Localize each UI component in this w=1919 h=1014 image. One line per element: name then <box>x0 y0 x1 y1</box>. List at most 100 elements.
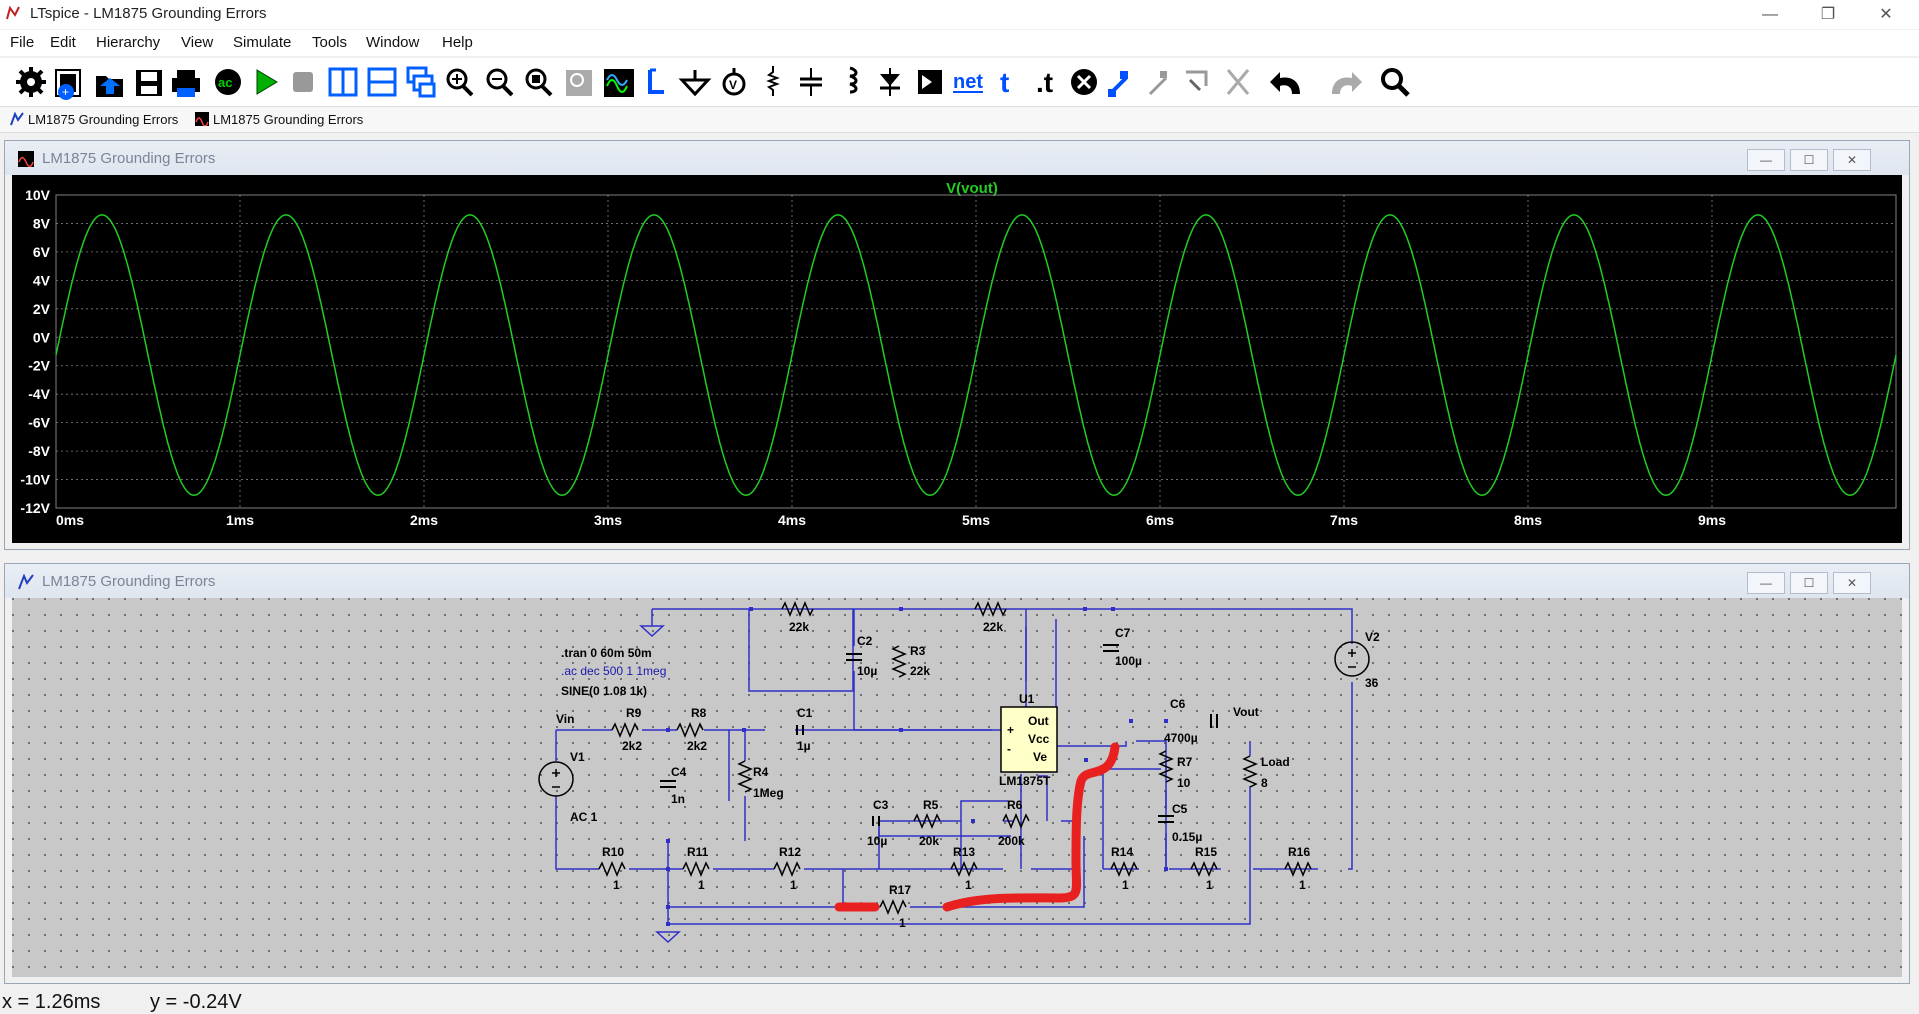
svg-text:20k: 20k <box>919 834 939 848</box>
menu-hierarchy[interactable]: Hierarchy <box>96 34 161 51</box>
open-icon[interactable] <box>96 76 123 97</box>
zoom-in-icon[interactable] <box>446 68 474 97</box>
ac-run-icon[interactable]: ac <box>215 69 241 95</box>
netlist-icon[interactable]: net <box>953 71 983 93</box>
voltage-sources[interactable] <box>538 641 1370 797</box>
zoom-fit-icon[interactable] <box>525 68 553 97</box>
menu-help[interactable]: Help <box>442 34 473 51</box>
restore-button[interactable]: ❐ <box>1820 6 1836 23</box>
resistors[interactable] <box>598 601 1312 915</box>
capacitor-c1 <box>796 725 804 735</box>
redo-icon[interactable] <box>1332 72 1362 94</box>
new-schematic-icon[interactable]: + <box>55 69 81 100</box>
minimize-button[interactable]: — <box>1762 6 1778 23</box>
close-button[interactable]: ✕ <box>1833 572 1871 594</box>
capacitor-icon[interactable] <box>800 68 822 96</box>
svg-text:1: 1 <box>1122 878 1129 892</box>
delete-icon[interactable] <box>1071 69 1097 95</box>
resistor-r16 <box>1284 861 1312 877</box>
tab-schematic[interactable]: LM1875 Grounding Errors <box>10 110 178 130</box>
series-line-vout[interactable] <box>55 214 1897 496</box>
svg-text:R14: R14 <box>1111 845 1133 859</box>
label-icon[interactable]: V <box>722 68 746 96</box>
run-icon[interactable] <box>256 69 278 95</box>
svg-text:+: + <box>1007 723 1014 737</box>
svg-text:C3: C3 <box>873 798 889 812</box>
waveform-window-titlebar: LM1875 Grounding Errors — ☐ ✕ <box>5 141 1909 175</box>
svg-text:1µ: 1µ <box>797 739 811 753</box>
waveform-plot[interactable]: V(vout) 10V8V6V4V2V0V-2V-4V-6V-8V-10V-12… <box>12 175 1902 543</box>
tile-vertical-icon[interactable] <box>328 67 358 97</box>
diode-icon[interactable] <box>880 68 900 96</box>
tab-waveform[interactable]: LM1875 Grounding Errors <box>195 110 363 130</box>
ground-symbols <box>639 625 681 944</box>
close-button[interactable]: ✕ <box>1879 6 1893 23</box>
save-icon[interactable] <box>136 70 162 96</box>
close-button[interactable]: ✕ <box>1833 149 1871 171</box>
capacitor-c7 <box>1103 644 1119 652</box>
resistor-icon[interactable] <box>766 66 780 96</box>
rotate-icon[interactable] <box>1186 70 1208 92</box>
svg-text:t: t <box>1000 67 1009 98</box>
menu-view[interactable]: View <box>181 34 214 51</box>
svg-text:R16: R16 <box>1288 845 1310 859</box>
menu-simulate[interactable]: Simulate <box>233 34 292 51</box>
undo-icon[interactable] <box>1270 72 1300 94</box>
menu-edit[interactable]: Edit <box>50 34 76 51</box>
svg-text:8: 8 <box>1261 776 1268 790</box>
menu-window[interactable]: Window <box>366 34 420 51</box>
svg-text:1Meg: 1Meg <box>753 786 784 800</box>
plot-icon[interactable] <box>604 69 634 97</box>
schematic-grid <box>12 598 1902 977</box>
zoom-out-icon[interactable] <box>486 68 514 97</box>
print-icon[interactable] <box>172 70 200 97</box>
svg-text:R3: R3 <box>910 644 926 658</box>
minimize-button[interactable]: — <box>1747 572 1785 594</box>
svg-text:ac: ac <box>218 75 232 90</box>
mirror-icon[interactable] <box>1226 69 1250 95</box>
svg-text:AC 1: AC 1 <box>570 810 598 824</box>
schematic-window-titlebar: LM1875 Grounding Errors — ☐ ✕ <box>5 564 1909 598</box>
spice-directive-icon[interactable]: .t <box>1036 67 1053 98</box>
wire-icon[interactable] <box>648 68 664 94</box>
toolbar: + ac V net t .t <box>0 58 1919 107</box>
minimize-button[interactable]: — <box>1747 149 1785 171</box>
zoom-box-icon[interactable] <box>566 70 592 96</box>
chart-title[interactable]: V(vout) <box>946 180 998 197</box>
cascade-icon[interactable] <box>406 66 436 98</box>
halt-icon[interactable] <box>293 72 313 92</box>
resistor-r15 <box>1190 861 1218 877</box>
gear-icon[interactable] <box>16 67 46 97</box>
menu-file[interactable]: File <box>10 34 35 51</box>
maximize-button[interactable]: ☐ <box>1790 149 1828 171</box>
tile-horizontal-icon[interactable] <box>367 67 397 97</box>
resistor-r14 <box>1110 861 1138 877</box>
y-tick-label: 4V <box>33 272 51 288</box>
text-icon[interactable]: t <box>1000 67 1009 98</box>
svg-text:R6: R6 <box>1007 798 1023 812</box>
move-icon[interactable] <box>1108 71 1128 97</box>
ground-icon[interactable] <box>678 70 712 97</box>
schematic-canvas[interactable]: .tran 0 60m 50m .ac dec 500 1 1meg SINE(… <box>12 598 1902 977</box>
wires[interactable] <box>555 608 1353 926</box>
y-tick-label: 10V <box>25 187 51 203</box>
drag-icon[interactable] <box>1148 71 1168 96</box>
find-icon[interactable] <box>1381 68 1410 97</box>
opamp-u1[interactable] <box>1000 706 1058 773</box>
svg-text:1: 1 <box>1299 878 1306 892</box>
maximize-button[interactable]: ☐ <box>1790 572 1828 594</box>
svg-text:22k: 22k <box>789 620 809 634</box>
svg-text:10µ: 10µ <box>857 664 877 678</box>
window-title: LTspice - LM1875 Grounding Errors <box>30 5 267 22</box>
svg-text:R12: R12 <box>779 845 801 859</box>
label-vout: Vout <box>1233 705 1259 719</box>
component-icon[interactable] <box>918 70 942 94</box>
resistor-r11 <box>682 861 710 877</box>
inductor-icon[interactable] <box>849 66 858 94</box>
tab-label: LM1875 Grounding Errors <box>213 112 364 127</box>
menu-bar: File Edit Hierarchy View Simulate Tools … <box>0 30 1919 56</box>
label-vin: Vin <box>556 712 574 726</box>
menu-tools[interactable]: Tools <box>312 34 348 51</box>
capacitors[interactable] <box>660 644 1218 826</box>
